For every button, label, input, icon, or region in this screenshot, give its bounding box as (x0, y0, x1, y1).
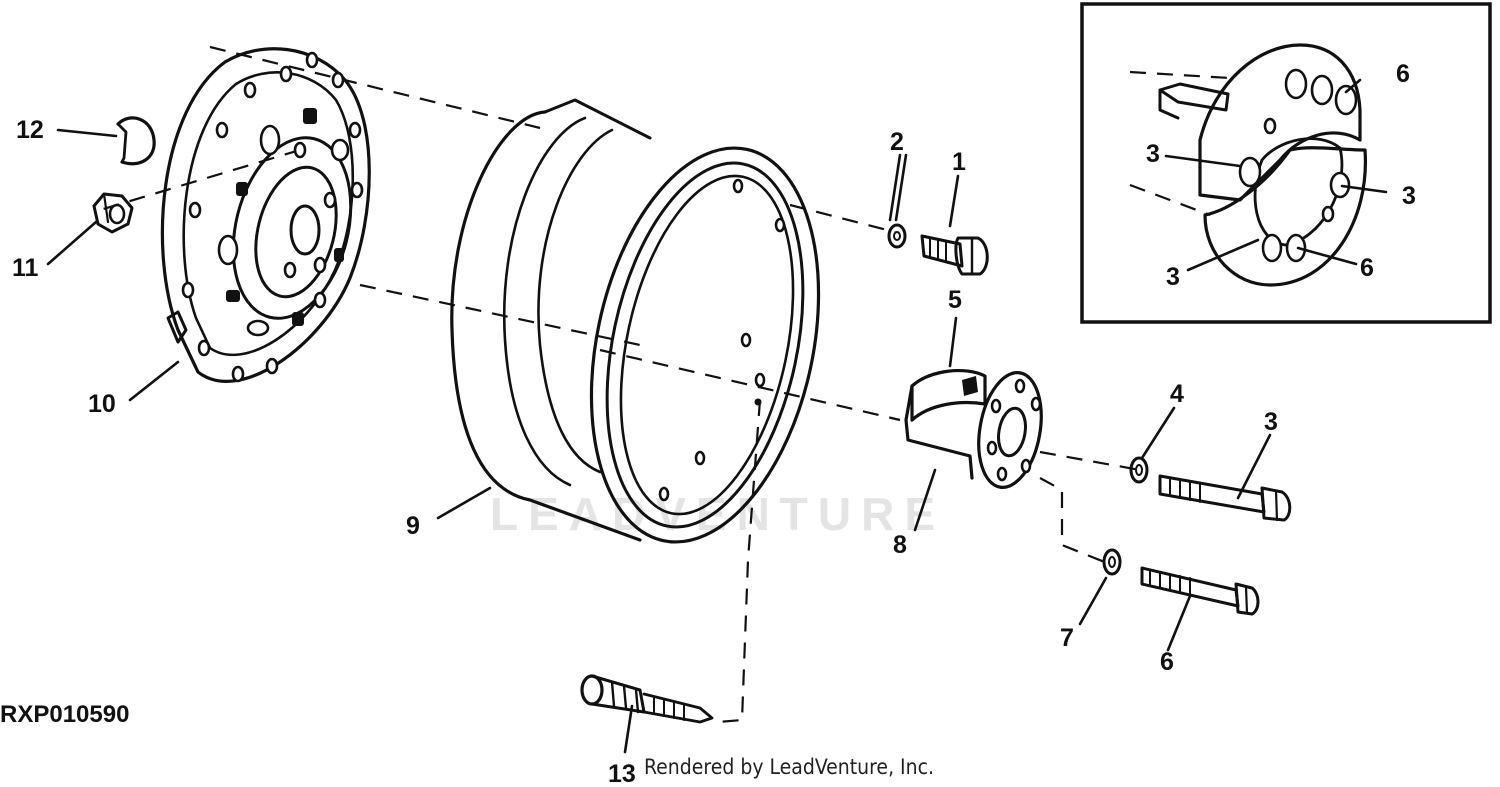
callout-1: 1 (952, 148, 966, 176)
washer-7-part (1102, 548, 1122, 576)
disc-bolt-holes (181, 51, 364, 383)
inset-bolt-holes (1238, 68, 1358, 263)
clip-part (116, 116, 156, 166)
valve-stem-part (580, 674, 714, 724)
callout-13: 13 (608, 760, 636, 787)
callout-8: 8 (893, 531, 907, 559)
inset-detail (1080, 2, 1492, 324)
hub-part (904, 368, 1043, 489)
callout-3: 3 (1264, 408, 1278, 436)
reference-id: RXP010590 (0, 701, 129, 728)
credit-text: Rendered by LeadVenture, Inc. (644, 755, 934, 779)
callout-4: 4 (1170, 380, 1184, 408)
bolt-3-part (1158, 474, 1292, 522)
washer-4-part (1129, 456, 1149, 484)
callout-11: 11 (12, 254, 39, 282)
hex-nut-part (92, 192, 134, 234)
callouts: 1 2 3 4 5 6 7 8 9 10 11 12 13 6 3 3 3 6 (12, 60, 1416, 787)
callout-9: 9 (406, 512, 420, 540)
callout-7: 7 (1060, 624, 1074, 652)
bolt-6-part (1140, 566, 1260, 616)
callout-2: 2 (890, 128, 904, 156)
inset-callout-bottom-right: 6 (1360, 254, 1374, 282)
inset-callout-top-right: 6 (1396, 60, 1410, 88)
inset-callout-bottom-left: 3 (1166, 263, 1180, 291)
hub-bolt-holes (986, 378, 1042, 482)
inset-callout-right: 3 (1402, 182, 1416, 210)
rim-bolt-holes (658, 178, 786, 502)
callout-12: 12 (16, 116, 44, 144)
leader-lines (46, 78, 1388, 754)
callout-10: 10 (88, 390, 116, 418)
callout-5: 5 (948, 286, 962, 314)
cap-screw-1-part (920, 234, 989, 276)
inset-callout-upper-left: 3 (1146, 140, 1160, 168)
assembly-lines (99, 45, 1141, 724)
washer-2-part (887, 223, 907, 249)
wheel-center-disc (160, 47, 371, 383)
callout-6: 6 (1160, 648, 1174, 676)
wheel-rim (450, 98, 821, 544)
